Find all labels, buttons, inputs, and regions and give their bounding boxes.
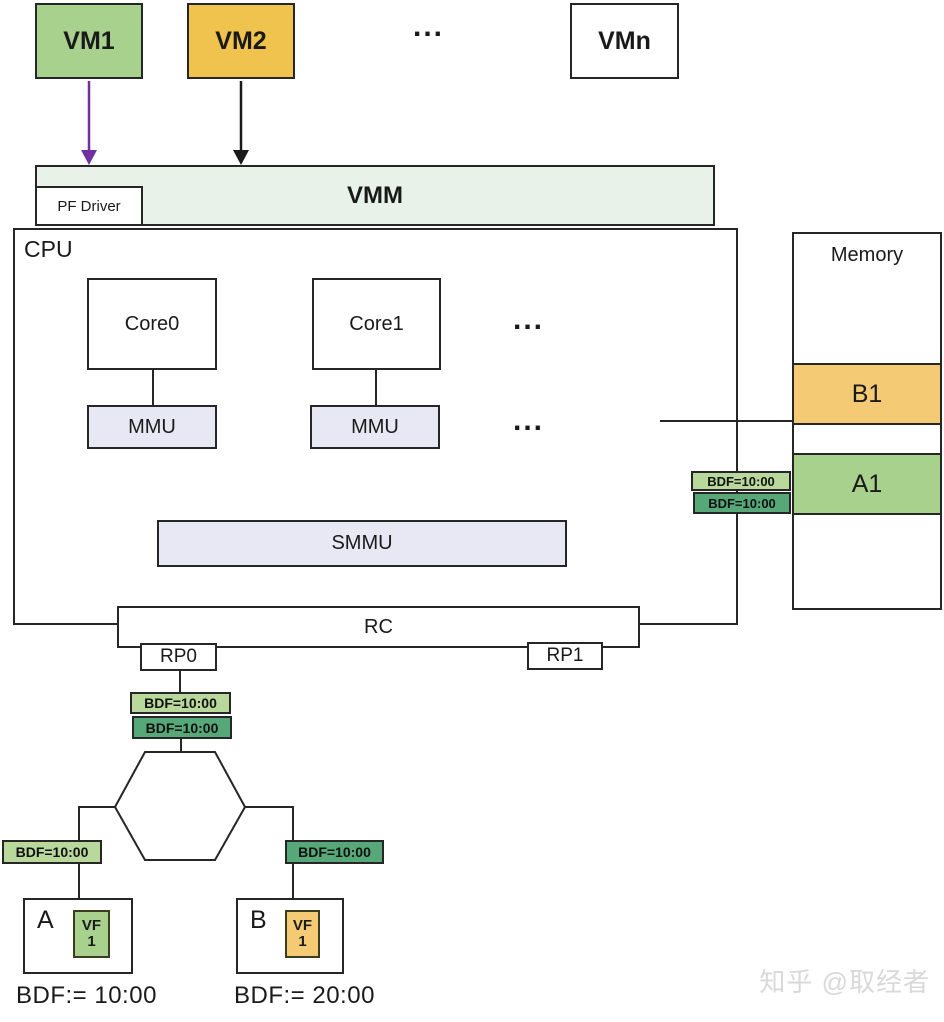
mmu-row-ellipsis: ... (513, 404, 545, 437)
device-b-vf1-box[interactable]: VF 1 (285, 910, 320, 958)
smmu-box[interactable]: SMMU (157, 520, 567, 567)
device-a-vf-label: VF (81, 917, 102, 935)
smmu-label: SMMU (331, 532, 393, 554)
bdf-tag-device-a: BDF=10:00 (2, 840, 102, 864)
device-a-vf-num: 1 (87, 933, 96, 950)
vmm-bar[interactable]: VMM (35, 165, 715, 226)
vm1-vmm-arrow (81, 81, 97, 165)
device-b-label: B (250, 906, 267, 934)
bdf-tag-rp0-light: BDF=10:00 (130, 692, 231, 714)
switch-right-branch (245, 806, 294, 841)
vm2-label: VM2 (215, 26, 267, 55)
vmn-label: VMn (598, 26, 651, 55)
rp1-label: RP1 (546, 645, 584, 666)
bdf-tag-memory-dark: BDF=10:00 (693, 492, 791, 514)
bdf-tag-rp0-dark-label: BDF=10:00 (145, 719, 219, 736)
bdf-tag-memory-dark-label: BDF=10:00 (708, 495, 776, 511)
mmu0-label: MMU (128, 415, 176, 438)
vm-row-ellipsis: ... (413, 10, 445, 43)
rp0-label: RP0 (160, 646, 197, 667)
mmu1-box[interactable]: MMU (310, 405, 440, 449)
bdf-tag-device-b-label: BDF=10:00 (298, 844, 371, 860)
rc-label: RC (364, 615, 393, 638)
device-a-vf1-box[interactable]: VF 1 (73, 910, 110, 958)
pcie-switch-hexagon (113, 751, 247, 861)
vmn-box[interactable]: VMn (570, 3, 679, 79)
device-b-vf-label: VF (292, 917, 313, 935)
bdf-tag-device-b: BDF=10:00 (285, 840, 384, 864)
bdf-tag-memory-light-label: BDF=10:00 (707, 473, 775, 489)
device-b-bdf-assignment: BDF:= 20:00 (234, 982, 375, 1009)
core1-label: Core1 (349, 312, 404, 335)
vm2-vmm-arrow (233, 81, 249, 165)
vmm-label: VMM (347, 181, 403, 209)
bdf-tag-rp0-light-label: BDF=10:00 (144, 695, 217, 711)
rp1-box[interactable]: RP1 (527, 642, 603, 670)
mmu0-box[interactable]: MMU (87, 405, 217, 449)
device-b-box[interactable]: B VF 1 (236, 898, 344, 974)
memory-region-a1[interactable]: A1 (792, 453, 942, 515)
bdf-tag-memory-light: BDF=10:00 (691, 471, 791, 491)
core1-box[interactable]: Core1 (312, 278, 441, 370)
cpu-label: CPU (24, 236, 73, 262)
memory-region-b1[interactable]: B1 (792, 363, 942, 425)
bdf-tag-device-a-label: BDF=10:00 (15, 844, 89, 860)
mmu1-label: MMU (351, 415, 399, 438)
vm2-box[interactable]: VM2 (187, 3, 295, 79)
rc-bar[interactable]: RC (117, 606, 640, 648)
switch-left-branch (78, 806, 115, 841)
device-a-label: A (37, 906, 54, 934)
device-a-bdf-assignment: BDF:= 10:00 (16, 982, 157, 1009)
core0-box[interactable]: Core0 (87, 278, 217, 370)
memory-title: Memory (830, 244, 904, 266)
device-a-box[interactable]: A VF 1 (23, 898, 133, 974)
core0-label: Core0 (124, 312, 180, 335)
zhihu-watermark: 知乎 @取经者 (759, 967, 930, 997)
vm1-box[interactable]: VM1 (35, 3, 143, 79)
device-b-vf-num: 1 (298, 933, 307, 950)
vm1-label: VM1 (63, 26, 115, 55)
pf-driver-label: PF Driver (57, 197, 121, 215)
cores-ellipsis: ... (513, 303, 545, 336)
rp0-box[interactable]: RP0 (140, 643, 217, 671)
memory-b1-label: B1 (851, 379, 883, 408)
pf-driver-box[interactable]: PF Driver (35, 186, 143, 226)
bdf-tag-rp0-dark: BDF=10:00 (132, 716, 232, 739)
memory-a1-label: A1 (851, 469, 883, 498)
